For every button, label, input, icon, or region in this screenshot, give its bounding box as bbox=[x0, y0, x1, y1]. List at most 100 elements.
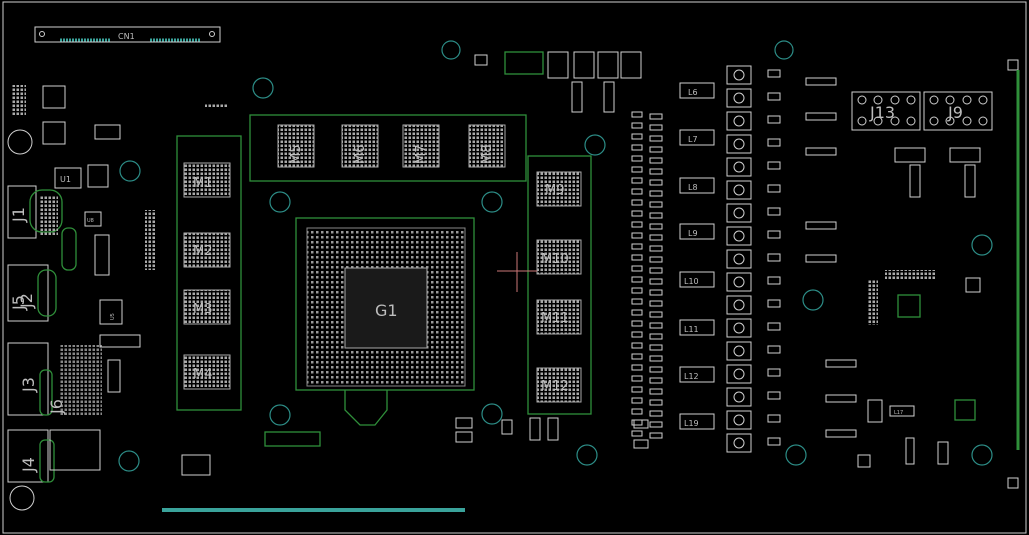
mosfet-body bbox=[733, 437, 745, 449]
mosfet-footprint bbox=[726, 203, 752, 223]
resistor-footprint bbox=[649, 410, 663, 417]
resistor-footprint bbox=[649, 388, 663, 395]
connector-cn1-label: CN1 bbox=[118, 32, 135, 41]
memory-group-right-outline bbox=[527, 155, 592, 415]
mosfet-footprint bbox=[726, 410, 752, 430]
resistor-footprint bbox=[649, 113, 663, 120]
resistor-footprint bbox=[631, 397, 643, 404]
memory-m1[interactable]: M1 bbox=[183, 162, 231, 198]
cap-footprint bbox=[767, 184, 781, 193]
memory-m11-label: M11 bbox=[541, 311, 569, 326]
mosfet-footprint bbox=[726, 65, 752, 85]
memory-m8[interactable]: M8 bbox=[468, 124, 506, 168]
memory-m5[interactable]: M5 bbox=[277, 124, 315, 168]
resistor-footprint bbox=[649, 421, 663, 428]
resistor-footprint bbox=[631, 331, 643, 338]
resistor-footprint bbox=[631, 309, 643, 316]
memory-group-left-outline bbox=[176, 135, 242, 411]
memory-m2[interactable]: M2 bbox=[183, 232, 231, 268]
resistor-footprint bbox=[631, 353, 643, 360]
jack-j3[interactable]: J3 bbox=[7, 342, 49, 416]
memory-m9[interactable]: M9 bbox=[536, 171, 582, 207]
ic-u5-label: U5 bbox=[110, 313, 116, 320]
inductor-l11[interactable]: L11 bbox=[679, 319, 715, 336]
memory-m3[interactable]: M3 bbox=[183, 289, 231, 325]
memory-m5-label: M5 bbox=[289, 145, 304, 165]
memory-m6-label: M6 bbox=[353, 145, 368, 165]
inductor-l12-label: L12 bbox=[684, 372, 699, 381]
header-j9[interactable]: J9 bbox=[923, 91, 993, 131]
mosfet-body bbox=[733, 161, 745, 173]
ic-u8[interactable]: U8 bbox=[84, 211, 102, 227]
jack-j4[interactable]: J4 bbox=[7, 429, 101, 483]
resistor-footprint bbox=[631, 243, 643, 250]
resistor-footprint bbox=[649, 300, 663, 307]
jack-j1[interactable]: J1 bbox=[7, 185, 63, 239]
memory-m4-label: M4 bbox=[193, 367, 213, 382]
resistor-footprint bbox=[649, 146, 663, 153]
memory-m12[interactable]: M12 bbox=[536, 367, 582, 403]
memory-m11[interactable]: M11 bbox=[536, 299, 582, 335]
ic-u5[interactable]: U5 bbox=[99, 299, 123, 325]
ic-u1-label: U1 bbox=[60, 175, 71, 184]
gpu-g1-label: G1 bbox=[375, 301, 398, 320]
inductor-l6-label: L6 bbox=[688, 88, 698, 97]
inductor-l19-label: L19 bbox=[684, 419, 699, 428]
mosfet-footprint bbox=[726, 364, 752, 384]
mosfet-footprint bbox=[726, 134, 752, 154]
inductor-l9[interactable]: L9 bbox=[679, 223, 715, 240]
inductor-l6[interactable]: L6 bbox=[679, 82, 715, 99]
resistor-footprint bbox=[649, 333, 663, 340]
jack-j2[interactable]: J2 bbox=[7, 264, 57, 322]
memory-m1-label: M1 bbox=[193, 176, 213, 191]
cap-footprint bbox=[767, 391, 781, 400]
mounting-holes bbox=[7, 40, 993, 511]
mosfet-footprint bbox=[726, 249, 752, 269]
gpu-g1[interactable]: G1 bbox=[295, 217, 475, 426]
resistor-footprint bbox=[631, 265, 643, 272]
resistor-footprint bbox=[649, 256, 663, 263]
resistor-footprint bbox=[631, 111, 643, 118]
mosfet-body bbox=[733, 345, 745, 357]
mosfet-body bbox=[733, 184, 745, 196]
resistor-footprint bbox=[631, 287, 643, 294]
mosfet-footprint bbox=[726, 387, 752, 407]
memory-m7[interactable]: M7 bbox=[402, 124, 440, 168]
inductor-l8-label: L8 bbox=[688, 183, 698, 192]
memory-m10[interactable]: M10 bbox=[536, 239, 582, 275]
jack-j2-label: J2 bbox=[17, 293, 36, 309]
resistor-footprint bbox=[649, 355, 663, 362]
resistor-footprint bbox=[631, 144, 643, 151]
resistor-footprint bbox=[649, 289, 663, 296]
inductor-l12[interactable]: L12 bbox=[679, 366, 715, 383]
right-small-components bbox=[857, 59, 1020, 489]
inductor-l8[interactable]: L8 bbox=[679, 177, 715, 194]
mosfet-body bbox=[733, 69, 745, 81]
memory-m4[interactable]: M4 bbox=[183, 354, 231, 390]
resistor-footprint bbox=[649, 278, 663, 285]
inductor-l7[interactable]: L7 bbox=[679, 129, 715, 146]
inductor-l17[interactable]: L17 bbox=[889, 405, 915, 417]
resistor-footprint bbox=[649, 190, 663, 197]
cap-footprint bbox=[767, 207, 781, 216]
resistor-footprint bbox=[631, 342, 643, 349]
resistor-footprint bbox=[649, 377, 663, 384]
mosfet-column bbox=[726, 65, 781, 453]
header-j13[interactable]: J13 bbox=[851, 91, 921, 131]
resistor-footprint bbox=[649, 124, 663, 131]
resistor-footprint bbox=[649, 311, 663, 318]
connector-cn1[interactable]: CN1 bbox=[34, 26, 221, 43]
inductor-l10[interactable]: L10 bbox=[679, 271, 715, 288]
resistor-column bbox=[631, 111, 663, 439]
resistor-footprint bbox=[649, 344, 663, 351]
inductor-l19[interactable]: L19 bbox=[679, 413, 715, 430]
cap-footprint bbox=[767, 368, 781, 377]
ic-u1[interactable]: U1 bbox=[54, 167, 82, 189]
mosfet-body bbox=[733, 391, 745, 403]
mosfet-body bbox=[733, 138, 745, 150]
resistor-footprint bbox=[649, 157, 663, 164]
memory-m6[interactable]: M6 bbox=[341, 124, 379, 168]
memory-m3-label: M3 bbox=[193, 302, 213, 317]
